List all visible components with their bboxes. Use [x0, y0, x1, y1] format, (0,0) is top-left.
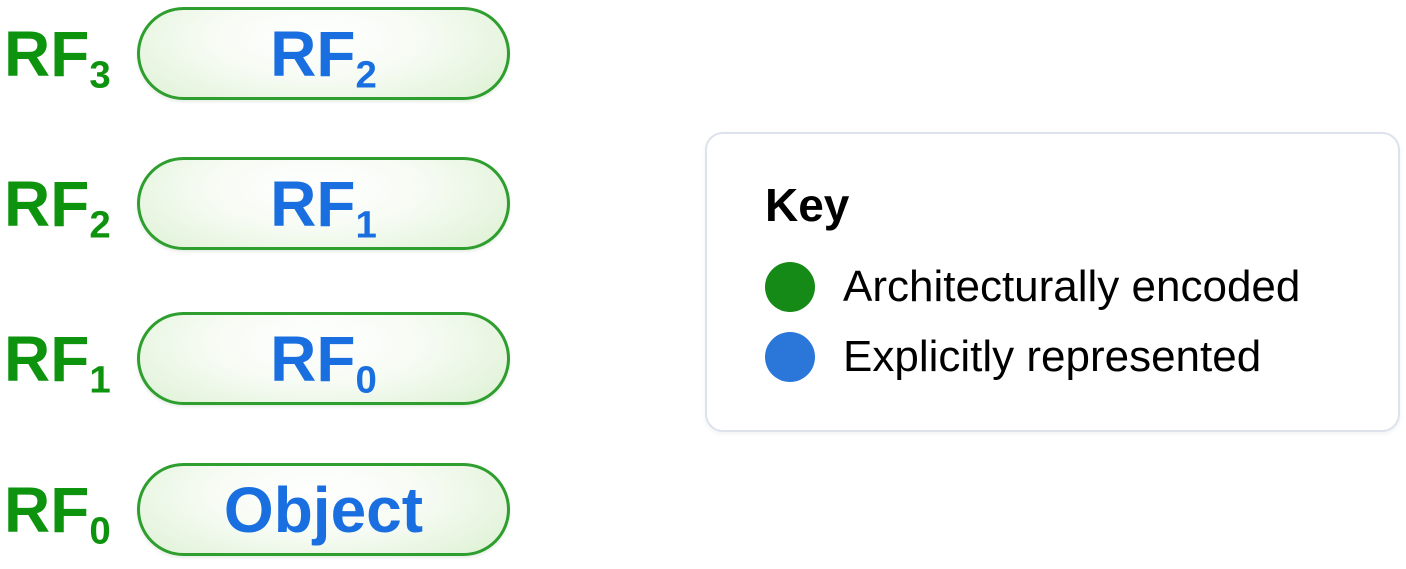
rf-row-0: RF0 Object — [0, 463, 560, 556]
rf-label-base: RF — [4, 322, 90, 395]
green-circle-icon — [765, 262, 815, 312]
rf-label-base: RF — [4, 473, 90, 546]
rf-pill-2: RF1 — [137, 157, 510, 250]
rf-pill-object: Object — [137, 463, 510, 556]
rf-level-label-3: RF3 — [0, 22, 137, 94]
rf-pill-3: RF2 — [137, 7, 510, 100]
rf-label-subscript: 3 — [89, 53, 111, 97]
pill-label-base: Object — [223, 473, 424, 546]
rf-level-label-1: RF1 — [0, 327, 137, 399]
legend-item-architecturally-encoded: Architecturally encoded — [765, 252, 1378, 322]
rf-label-subscript: 1 — [89, 358, 111, 402]
pill-label-base: RF — [270, 167, 356, 240]
rf-level-label-0: RF0 — [0, 478, 137, 550]
legend-item-label: Architecturally encoded — [843, 262, 1301, 311]
legend: Key Architecturally encoded Explicitly r… — [705, 132, 1400, 432]
rf-row-2: RF2 RF1 — [0, 157, 560, 250]
legend-title: Key — [765, 179, 850, 231]
rf-label-base: RF — [4, 167, 90, 240]
blue-circle-icon — [765, 332, 815, 382]
rf-label-base: RF — [4, 17, 90, 90]
legend-item-label: Explicitly represented — [843, 332, 1262, 381]
rf-label-subscript: 0 — [89, 509, 111, 553]
pill-label: RF1 — [270, 172, 377, 244]
pill-label: Object — [224, 478, 423, 542]
rf-pill-1: RF0 — [137, 312, 510, 405]
rf-row-3: RF3 RF2 — [0, 7, 560, 100]
pill-label-subscript: 2 — [355, 53, 377, 97]
pill-label-subscript: 0 — [355, 358, 377, 402]
legend-item-explicitly-represented: Explicitly represented — [765, 322, 1378, 392]
rf-label-subscript: 2 — [89, 203, 111, 247]
pill-label-subscript: 1 — [355, 203, 377, 247]
rf-level-label-2: RF2 — [0, 172, 137, 244]
pill-label: RF0 — [270, 327, 377, 399]
pill-label: RF2 — [270, 22, 377, 94]
pill-label-base: RF — [270, 322, 356, 395]
pill-label-base: RF — [270, 17, 356, 90]
rf-row-1: RF1 RF0 — [0, 312, 560, 405]
